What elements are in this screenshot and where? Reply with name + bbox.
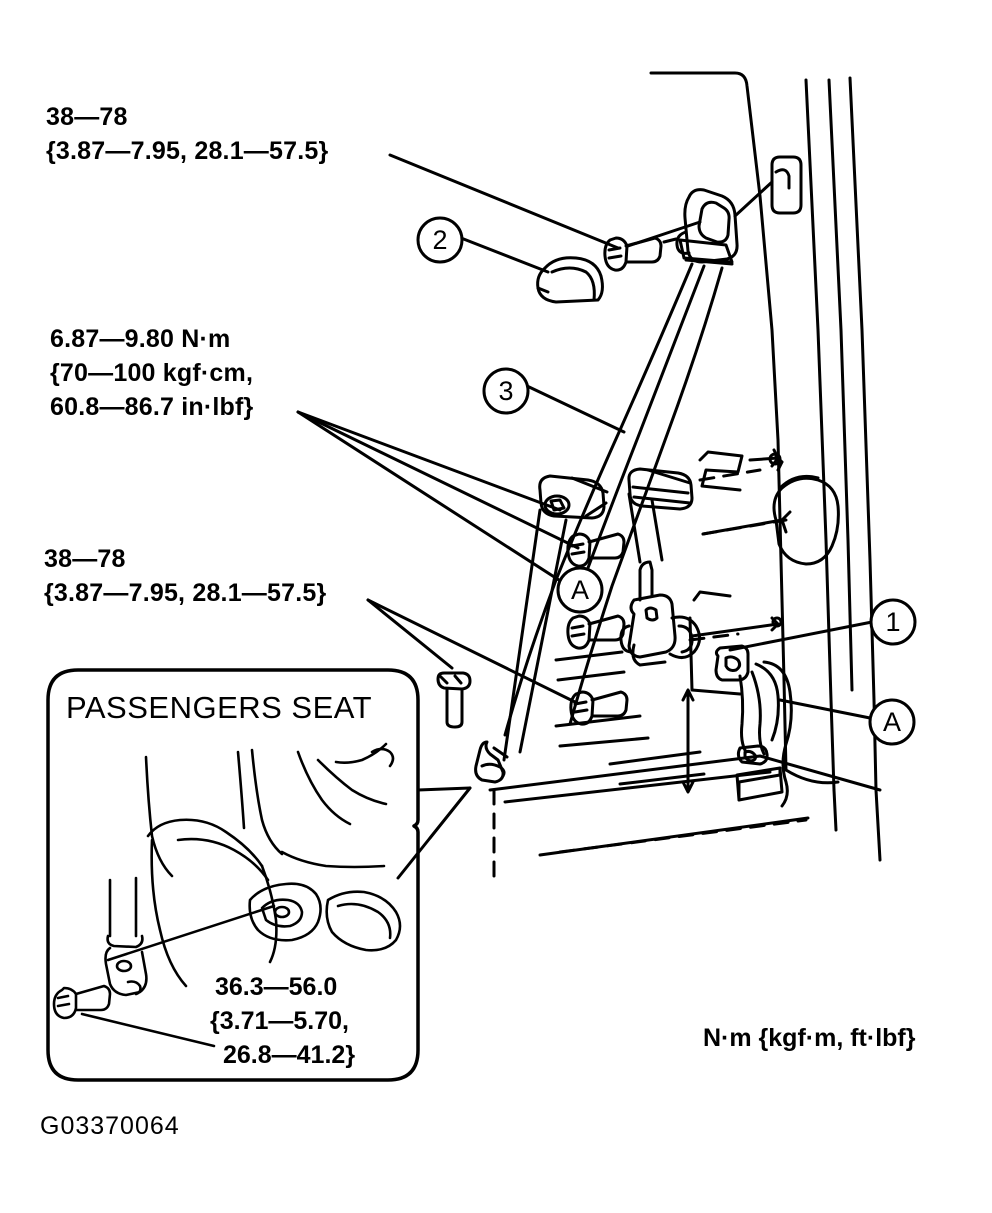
shoulder-anchor-tab-edge xyxy=(662,237,678,244)
leader-bolt-anchor xyxy=(626,220,702,248)
dim-arrow-top xyxy=(681,688,695,702)
lower-anchor-eyelet xyxy=(480,762,506,778)
leader-callout-3 xyxy=(525,384,626,434)
shoulder-anchor-body xyxy=(683,188,739,264)
pillar-bottom-curve xyxy=(784,768,840,785)
leader-callout-2 xyxy=(459,236,550,274)
bolt-lower-anchor xyxy=(436,671,472,729)
inset-torque-line-1: 36.3—56.0 xyxy=(215,973,338,1001)
unit-legend: N·m {kgf·m, ft·lbf} xyxy=(703,1024,916,1052)
callout-2-label: 2 xyxy=(432,225,448,255)
pillar-edge-2 xyxy=(827,78,854,692)
leader-lower-anchor-1 xyxy=(366,598,454,670)
panel-step-line-3 xyxy=(688,616,742,696)
belt-to-retractor xyxy=(627,492,642,564)
inset-torque-spec: 36.3—56.0 {3.71—5.70, 26.8—41.2} xyxy=(210,970,356,1072)
pillar-pointer-1 xyxy=(701,510,792,536)
pillar-anchor-plate xyxy=(770,155,803,215)
callout-a-left-label: A xyxy=(570,575,589,605)
inset-torque-line-2: {3.71—5.70, xyxy=(210,1007,349,1035)
buckle-stalk-left xyxy=(738,674,748,754)
floor-edge xyxy=(488,754,882,792)
slide-anchor-left-top xyxy=(570,476,609,494)
retractor-torque-line-1: 6.87—9.80 N·m xyxy=(50,325,231,353)
leader-lower-anchor-2 xyxy=(366,598,577,704)
retractor-torque-line-2: {70—100 kgf·cm, xyxy=(50,359,254,387)
belt-inner-edge-2 xyxy=(518,518,568,754)
belt-to-retractor-2 xyxy=(650,498,664,562)
callout-a-right-label: A xyxy=(882,707,901,737)
upper-anchor-torque-line-2: {3.87—7.95, 28.1—57.5} xyxy=(46,137,329,165)
callout-a-left-circle[interactable] xyxy=(556,566,604,614)
inset-title: PASSENGERS SEAT xyxy=(66,690,373,725)
pillar-lower-1 xyxy=(832,788,838,832)
lower-anchor-torque-spec: 38—78 {3.87—7.95, 28.1—57.5} xyxy=(44,542,326,610)
upper-anchor-torque-spec: 38—78 {3.87—7.95, 28.1—57.5} xyxy=(46,100,328,168)
lower-anchor-torque-line-1: 38—78 xyxy=(44,545,126,573)
leader-callout-1 xyxy=(728,620,874,652)
pillar-edge-1 xyxy=(804,78,836,792)
pillar-anchor-hook xyxy=(774,168,791,190)
inset-connector-leader-2 xyxy=(428,786,472,840)
leader-callout-a-right xyxy=(778,698,872,720)
dim-arrow-bottom xyxy=(681,780,695,794)
inset-border xyxy=(46,668,420,1082)
callout-3-circle[interactable] xyxy=(482,367,530,415)
slide-anchor-right-body xyxy=(627,467,694,511)
leader-upper-anchor xyxy=(388,153,620,250)
callout-2-circle[interactable] xyxy=(416,216,464,264)
pillar-access-hole-top xyxy=(778,474,820,490)
inset-seat-drawing xyxy=(52,742,402,1048)
callout-1-label: 1 xyxy=(885,607,901,637)
retractor-side-tab xyxy=(619,624,634,654)
callout-3-label: 3 xyxy=(498,376,514,406)
leader-retractor-3 xyxy=(296,410,580,550)
leader-retractor-2 xyxy=(296,410,592,602)
callout-a-right-circle[interactable] xyxy=(868,698,916,746)
slide-anchor-right-top xyxy=(646,468,692,485)
floor-edge-2 xyxy=(503,770,772,804)
belt-inner-edge-1 xyxy=(502,508,542,762)
retractor-hole xyxy=(644,606,659,622)
slide-anchor-right-line2 xyxy=(632,495,692,505)
slide-anchor-left-side xyxy=(584,501,608,518)
belt-webbing-edge-1 xyxy=(503,262,694,737)
lower-anchor-bracket xyxy=(474,740,505,784)
anchor-cover-cap-notch xyxy=(536,286,550,294)
pointer-dot-2 xyxy=(771,616,783,628)
panel-step-line xyxy=(698,450,744,492)
leader-retractor-1 xyxy=(296,410,562,512)
retractor-torque-line-3: 60.8—86.7 in·lbf} xyxy=(50,393,254,421)
inset-torque-line-3: 26.8—41.2} xyxy=(223,1041,356,1069)
slide-anchor-right-line1 xyxy=(631,485,690,495)
floor-hatch-lines xyxy=(554,714,706,786)
figure-id: G03370064 xyxy=(40,1112,180,1140)
anchor-cover-cap-ridge xyxy=(550,266,596,302)
belt-loop-upper-line xyxy=(684,258,734,266)
belt-loop-upper xyxy=(678,238,734,264)
floor-hatch-lines-2 xyxy=(554,650,626,682)
pointer-dot-1 xyxy=(768,452,782,466)
retractor-torque-spec: 6.87—9.80 N·m {70—100 kgf·cm, 60.8—86.7 … xyxy=(50,322,253,424)
callout-1-circle[interactable] xyxy=(869,598,917,646)
lower-anchor-torque-line-2: {3.87—7.95, 28.1—57.5} xyxy=(44,579,327,607)
shoulder-anchor-inner xyxy=(697,200,731,244)
buckle-slot xyxy=(724,655,742,672)
buckle-head xyxy=(714,644,750,682)
wire-harness-2 xyxy=(754,662,780,742)
wire-harness xyxy=(762,660,793,808)
retractor-lower-lip xyxy=(631,643,667,667)
buckle-anchor-plate xyxy=(736,744,769,766)
retractor-bracket-arm xyxy=(638,560,654,602)
buckle-connector-edge xyxy=(737,766,782,802)
panel-step-line-2 xyxy=(692,590,732,602)
leader-anchor-plate xyxy=(733,180,774,218)
pillar-lower-2 xyxy=(874,788,882,862)
upper-anchor-torque-line-1: 38—78 xyxy=(46,103,128,131)
